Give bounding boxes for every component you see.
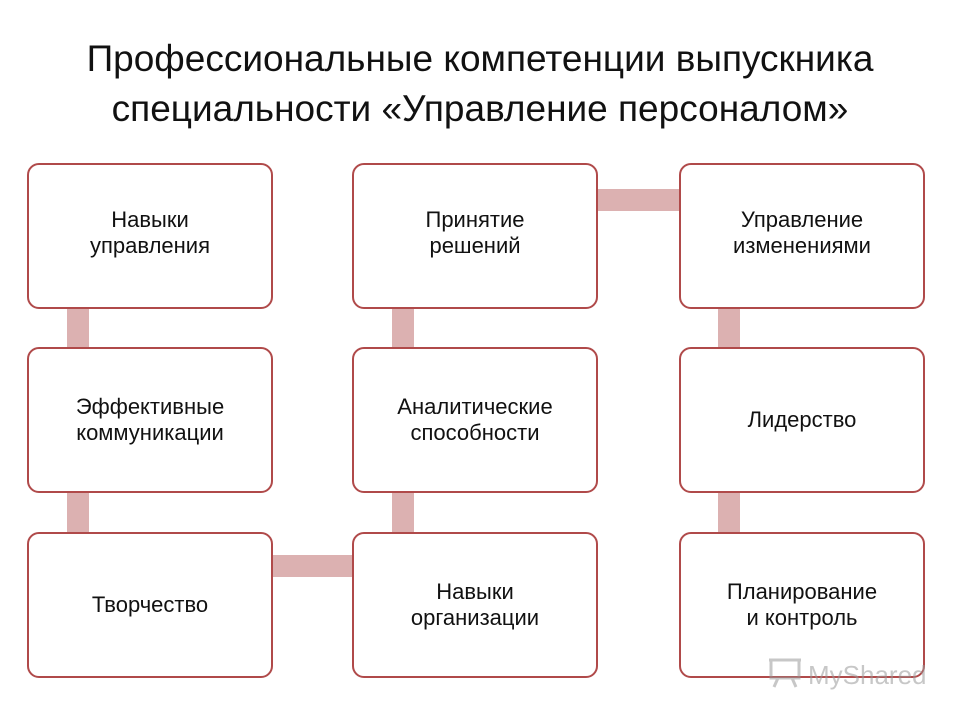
box-change-management: Управление изменениями bbox=[679, 163, 925, 309]
connector-col2-to-col3 bbox=[598, 189, 684, 211]
box-management-skills: Навыки управления bbox=[27, 163, 273, 309]
box-label: Эффективные коммуникации bbox=[75, 394, 225, 445]
slide-title-line-2: специальности «Управление персоналом» bbox=[111, 88, 849, 129]
presentation-board-icon bbox=[768, 658, 802, 693]
box-planning-control: Планирование и контроль bbox=[679, 532, 925, 678]
connector-col3-top bbox=[718, 306, 740, 350]
box-label: Управление изменениями bbox=[733, 207, 871, 258]
box-creativity: Творчество bbox=[27, 532, 273, 678]
connector-col2-top bbox=[392, 306, 414, 350]
box-label: Навыки организации bbox=[410, 579, 540, 630]
box-analytical-abilities: Аналитические способности bbox=[352, 347, 598, 493]
slide-title: Профессиональные компетенции выпускника … bbox=[0, 34, 960, 134]
box-label: Навыки управления bbox=[90, 207, 210, 258]
box-decision-making: Принятие решений bbox=[352, 163, 598, 309]
connector-col1-top bbox=[67, 306, 89, 350]
watermark: MyShared bbox=[768, 658, 927, 693]
box-label: Планирование и контроль bbox=[726, 579, 878, 630]
box-effective-communication: Эффективные коммуникации bbox=[27, 347, 273, 493]
box-label: Творчество bbox=[91, 592, 209, 617]
box-leadership: Лидерство bbox=[679, 347, 925, 493]
connector-col2-bottom bbox=[392, 492, 414, 536]
box-label: Лидерство bbox=[747, 407, 857, 432]
box-label: Принятие решений bbox=[425, 207, 525, 258]
slide-title-line-1: Профессиональные компетенции выпускника bbox=[86, 38, 874, 79]
box-label: Аналитические способности bbox=[397, 394, 553, 445]
watermark-text: MyShared bbox=[808, 660, 927, 690]
box-organization-skills: Навыки организации bbox=[352, 532, 598, 678]
connector-col1-to-col2 bbox=[270, 555, 354, 577]
connector-col1-bottom bbox=[67, 492, 89, 536]
connector-col3-bottom bbox=[718, 492, 740, 536]
